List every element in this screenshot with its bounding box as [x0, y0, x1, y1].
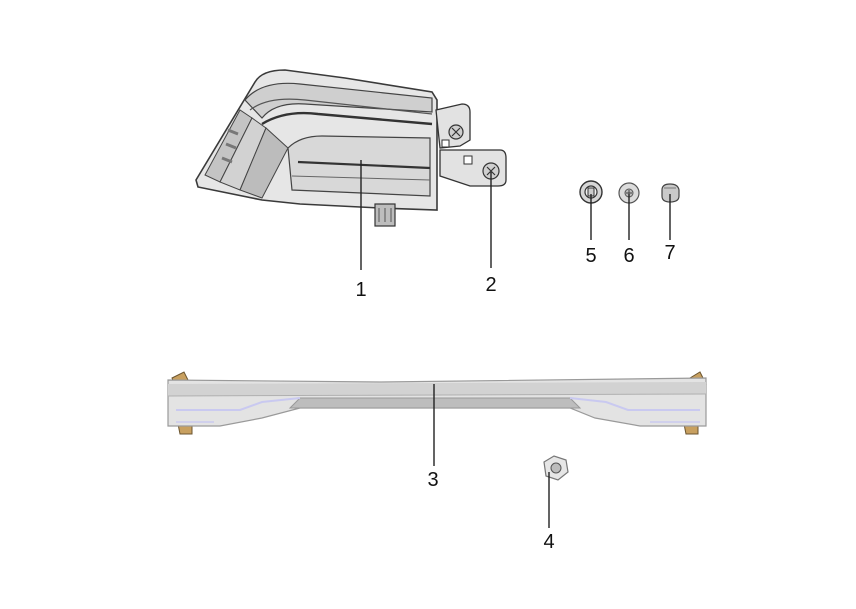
- grommet: [579, 180, 603, 204]
- callout-label-2: 2: [485, 274, 496, 296]
- callout-label-3: 3: [427, 469, 438, 491]
- callout-label-1: 1: [355, 279, 366, 301]
- light-bar-trim: [167, 371, 707, 435]
- hex-nut: [543, 455, 569, 481]
- callout-label-7: 7: [664, 242, 675, 264]
- callout-label-5: 5: [585, 245, 596, 267]
- tail-lamp-assembly: [195, 69, 438, 227]
- mounting-bracket: [435, 103, 507, 187]
- callout-label-4: 4: [543, 531, 554, 553]
- callout-label-6: 6: [623, 245, 634, 267]
- push-clip: [661, 183, 680, 203]
